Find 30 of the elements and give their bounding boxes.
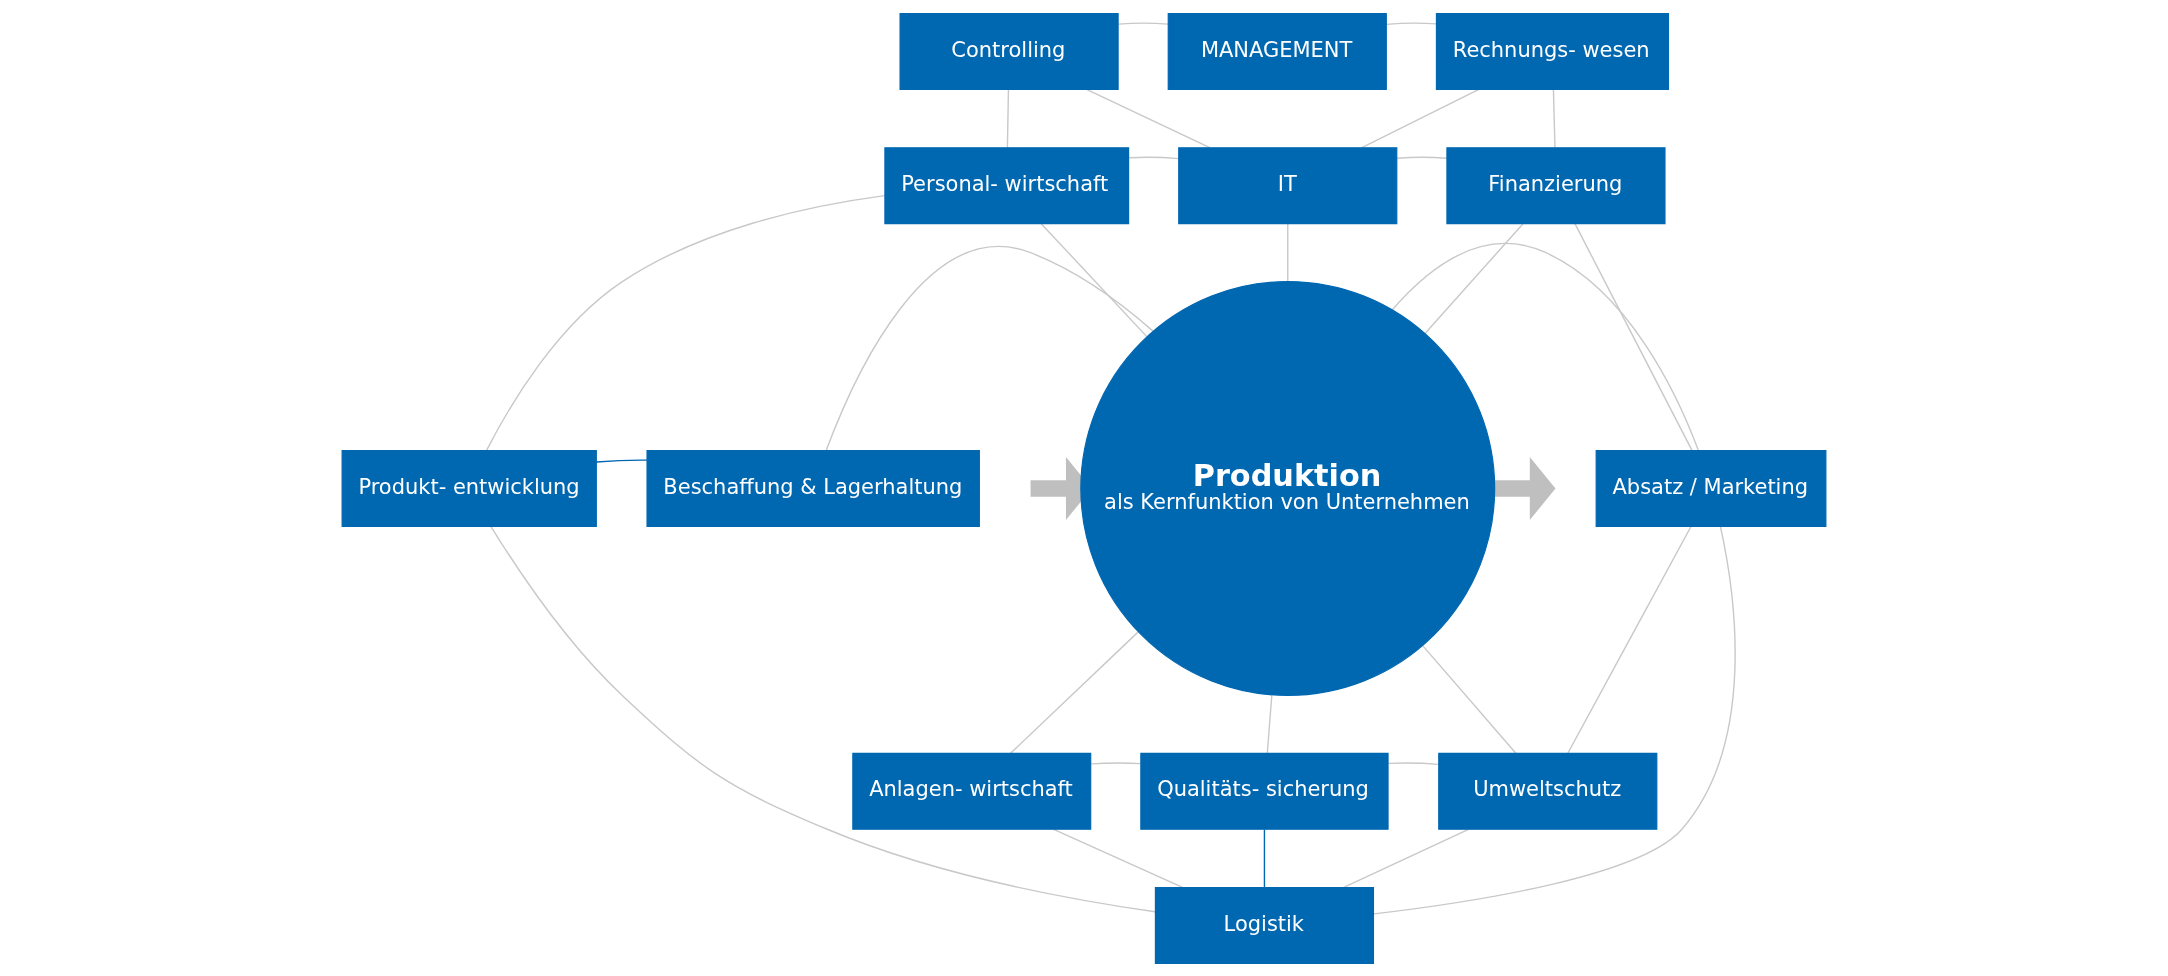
connector (1387, 761, 1440, 765)
node-box: Finanzierung (1446, 146, 1666, 224)
node-box: MANAGEMENT (1167, 12, 1387, 90)
connector (1090, 761, 1142, 765)
connector (490, 525, 1156, 912)
connector (595, 458, 648, 463)
connector (825, 245, 1154, 451)
connector (1006, 88, 1010, 148)
node-box: Produkt- entwicklung (341, 449, 597, 527)
arrow (1494, 456, 1556, 520)
connector (1373, 525, 1736, 915)
node-box: Personal- wirtschaft (884, 146, 1130, 224)
node-box: IT (1178, 146, 1398, 224)
connector (1263, 828, 1266, 888)
connector (1396, 156, 1448, 159)
node-box: Umweltschutz (1438, 752, 1658, 830)
node-box: Qualitäts- sicherung (1140, 752, 1389, 830)
node-box: Logistik (1154, 886, 1375, 964)
node-box: Controlling (899, 12, 1119, 90)
connector (1128, 156, 1180, 159)
connector (1391, 242, 1700, 451)
connector (1385, 21, 1437, 25)
node-circle: Produktion als Kernfunktion von Unternehmen (1080, 280, 1496, 696)
node-box: Anlagen- wirtschaft (852, 752, 1092, 830)
connector (485, 194, 886, 451)
node-box: Rechnungs- wesen (1435, 12, 1670, 90)
node-box: Absatz / Marketing (1595, 449, 1827, 527)
connector (1117, 21, 1169, 25)
connector (1552, 88, 1556, 148)
node-box: Beschaffung & Lagerhaltung (646, 449, 980, 527)
